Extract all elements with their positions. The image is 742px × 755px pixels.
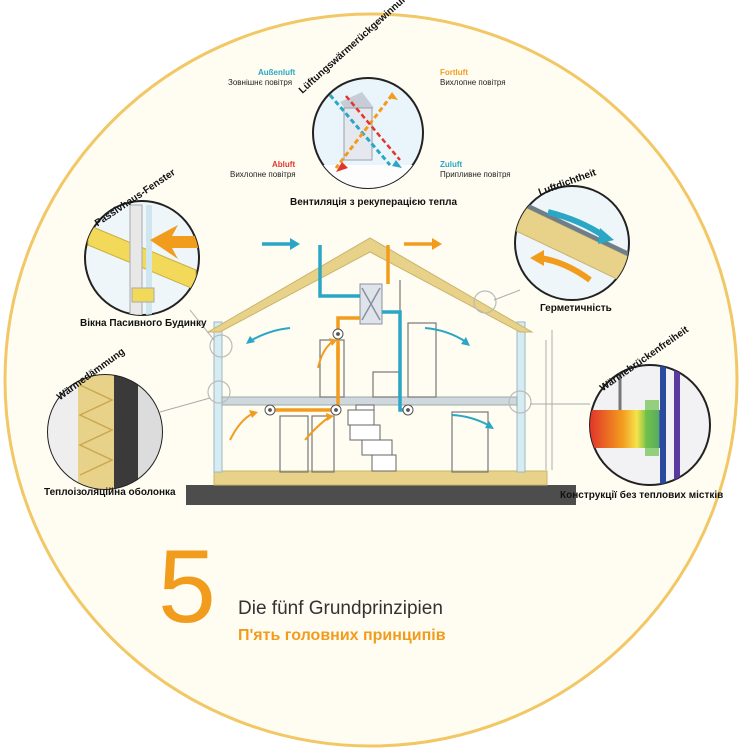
detail-markers: [207, 290, 532, 414]
aussenluft-label: Außenluft: [258, 68, 296, 77]
airtightness-detail: [514, 185, 630, 301]
abluft-uk-label: Вихлопне повітря: [230, 170, 296, 179]
zuluft-label: Zuluft: [440, 160, 463, 169]
fortluft-label: Fortluft: [440, 68, 468, 77]
roof: [206, 237, 534, 333]
interior-rooms: [279, 280, 489, 473]
fortluft-uk-label: Вихлопне повітря: [440, 78, 506, 87]
left-wall: [213, 321, 223, 473]
ventilation-detail: [312, 77, 424, 189]
ground-slab: [186, 485, 576, 505]
thermal-bridges-title-uk: Конструкції без теплових містків: [560, 490, 724, 501]
exterior-hatch: [545, 330, 553, 470]
house-foundation: [213, 470, 548, 486]
room-airflow-arrows: [229, 327, 494, 441]
abluft-label: Abluft: [272, 160, 296, 169]
thermal-bridge-detail: [589, 364, 711, 486]
right-wall: [516, 321, 526, 473]
insulation-title-uk: Теплоізоляційна оболонка: [44, 487, 176, 498]
zuluft-uk-label: Припливне повітря: [440, 170, 511, 179]
airtightness-title-uk: Герметичність: [540, 303, 612, 314]
air-vents: [264, 328, 414, 416]
aussenluft-uk-label: Зовнішнє повітря: [228, 78, 293, 87]
big-number-five: 5: [158, 529, 216, 645]
floor-slab: [221, 396, 518, 406]
page-title-uk: П'ять головних принципів: [238, 627, 446, 644]
page-title-de: Die fünf Grundprinzipien: [238, 598, 443, 619]
supply-air-ducts: [318, 245, 404, 412]
staircase: [347, 404, 397, 472]
extract-air-ducts: [270, 245, 390, 412]
windows-title-uk: Вікна Пасивного Будинку: [80, 318, 207, 329]
window-detail: [84, 200, 200, 316]
ventilation-title-uk: Вентиляція з рекуперацією тепла: [290, 197, 458, 208]
leader-lines: [159, 289, 590, 413]
